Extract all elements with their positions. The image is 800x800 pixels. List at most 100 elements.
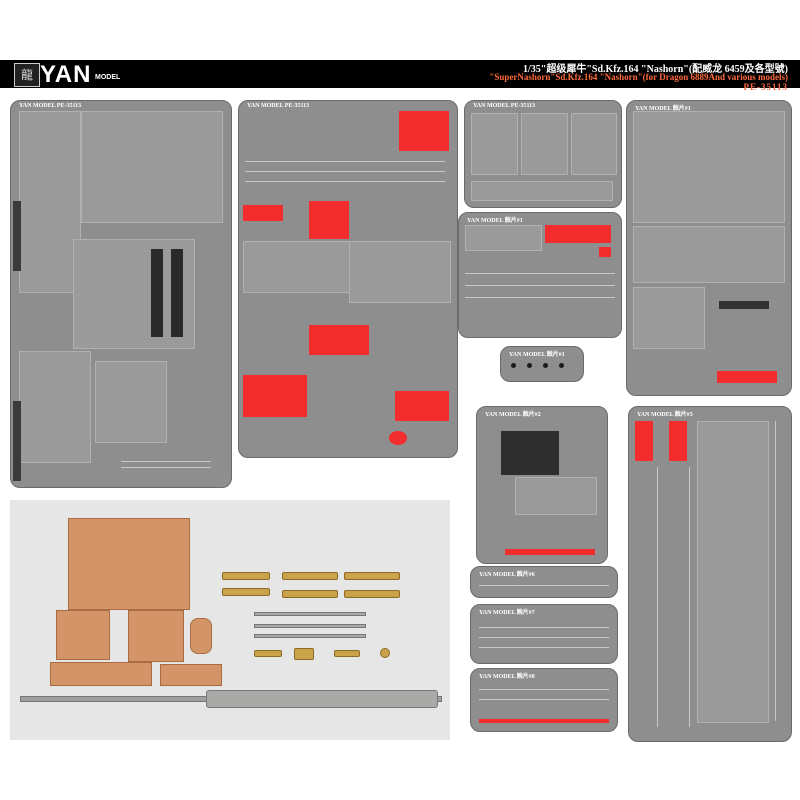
red-part bbox=[243, 205, 283, 221]
fret-label: YAN MODEL 蝕片#1 bbox=[635, 106, 691, 112]
brass-fitting bbox=[334, 650, 360, 657]
red-part bbox=[669, 421, 687, 461]
fret-label: YAN MODEL PE-35113 bbox=[19, 103, 82, 109]
armor-plate bbox=[697, 421, 769, 723]
armor-plate bbox=[633, 111, 785, 223]
brand-subtitle: MODEL bbox=[95, 74, 121, 81]
mesh-strip bbox=[13, 201, 21, 271]
fret-label: YAN MODEL PE-35113 bbox=[247, 103, 310, 109]
strip bbox=[479, 647, 609, 648]
shell-casing bbox=[344, 590, 400, 598]
strip bbox=[245, 181, 445, 182]
strip bbox=[657, 467, 658, 727]
fret-1: YAN MODEL PE-35113 bbox=[10, 100, 232, 488]
red-part bbox=[505, 549, 595, 555]
washer bbox=[543, 363, 548, 368]
brand-name: YAN bbox=[40, 61, 92, 88]
shell-casing bbox=[282, 590, 338, 598]
fret-label: YAN MODEL 蝕片#3 bbox=[637, 412, 693, 418]
fret-label: YAN MODEL 蝕片#1 bbox=[467, 218, 523, 224]
fret-7: YAN MODEL 蝕片#2 bbox=[476, 406, 608, 564]
slot-set bbox=[719, 301, 769, 309]
resin-part bbox=[50, 662, 152, 686]
fret-11: YAN MODEL 蝕片#8 bbox=[470, 668, 618, 732]
strip bbox=[775, 421, 776, 721]
product-photo bbox=[10, 500, 450, 740]
strip bbox=[245, 161, 445, 162]
metal-rod bbox=[254, 624, 366, 628]
bracket bbox=[515, 477, 597, 515]
strip bbox=[121, 467, 211, 468]
brass-fitting bbox=[380, 648, 390, 658]
fret-label: YAN MODEL 蝕片#2 bbox=[485, 412, 541, 418]
brand-seal-icon: 龍 bbox=[14, 63, 40, 87]
brass-fitting bbox=[254, 650, 282, 657]
ammo-rack bbox=[68, 518, 190, 610]
grille-slot bbox=[151, 249, 163, 337]
fret-label: YAN MODEL PE-35113 bbox=[473, 103, 536, 109]
strip bbox=[479, 627, 609, 628]
shell-casing bbox=[222, 588, 270, 596]
fret-10: YAN MODEL 蝕片#7 bbox=[470, 604, 618, 664]
fret-label: YAN MODEL 蝕片#6 bbox=[479, 572, 535, 578]
slot-panel bbox=[501, 431, 559, 475]
small-plate bbox=[471, 181, 613, 201]
fret-8: YAN MODEL 蝕片#3 bbox=[628, 406, 792, 742]
red-part bbox=[635, 421, 653, 461]
armor-plate bbox=[81, 111, 223, 223]
red-part bbox=[479, 719, 609, 723]
strip bbox=[121, 461, 211, 462]
ammo-rack bbox=[128, 610, 184, 662]
brass-fitting bbox=[294, 648, 314, 660]
armor-plate bbox=[633, 287, 705, 349]
small-plate bbox=[465, 225, 542, 251]
fret-label: YAN MODEL 蝕片#1 bbox=[509, 352, 565, 358]
red-part bbox=[545, 225, 611, 243]
strip bbox=[465, 273, 615, 274]
red-part bbox=[395, 391, 449, 421]
armor-plate bbox=[633, 226, 785, 283]
fret-3: YAN MODEL PE-35113 bbox=[464, 100, 622, 208]
red-part bbox=[389, 431, 407, 445]
red-part bbox=[309, 201, 349, 239]
ammo-rack bbox=[56, 610, 110, 660]
fret-9: YAN MODEL 蝕片#6 bbox=[470, 566, 618, 598]
strip bbox=[689, 467, 690, 727]
floor-plate bbox=[349, 241, 451, 303]
shell-casing bbox=[222, 572, 270, 580]
fret-4: YAN MODEL 蝕片#1 bbox=[458, 212, 622, 338]
strip bbox=[479, 637, 609, 638]
metal-rod bbox=[254, 612, 366, 616]
header-bar bbox=[0, 60, 800, 88]
armor-plate bbox=[95, 361, 167, 443]
product-title-cn: 1/35"超级犀牛"Sd.Kfz.164 "Nashorn"(配威龙 6459及… bbox=[523, 64, 788, 75]
fret-label: YAN MODEL 蝕片#7 bbox=[479, 610, 535, 616]
red-part bbox=[399, 111, 449, 151]
resin-part bbox=[160, 664, 222, 686]
product-code: PE-35113 bbox=[743, 82, 788, 92]
fret-6: YAN MODEL 蝕片#1 bbox=[626, 100, 792, 396]
washer bbox=[559, 363, 564, 368]
hatch-plate bbox=[521, 113, 568, 175]
washer bbox=[511, 363, 516, 368]
red-part bbox=[717, 371, 777, 383]
strip bbox=[245, 171, 445, 172]
shell-casing bbox=[344, 572, 400, 580]
fret-2: YAN MODEL PE-35113 bbox=[238, 100, 458, 458]
grille-slot bbox=[171, 249, 183, 337]
shell-casing bbox=[282, 572, 338, 580]
mesh-strip bbox=[13, 401, 21, 481]
product-title-en: "SuperNashorn"Sd.Kfz.164 "Nashorn"(for D… bbox=[489, 72, 788, 82]
armor-plate bbox=[19, 111, 81, 293]
muzzle bbox=[206, 690, 438, 708]
red-part bbox=[309, 325, 369, 355]
floor-plate bbox=[243, 241, 350, 293]
washer bbox=[527, 363, 532, 368]
strip bbox=[479, 585, 609, 586]
fret-5: YAN MODEL 蝕片#1 bbox=[500, 346, 584, 382]
red-part bbox=[599, 247, 611, 257]
hatch-plate bbox=[471, 113, 518, 175]
resin-part bbox=[190, 618, 212, 654]
strip bbox=[465, 285, 615, 286]
strip bbox=[465, 297, 615, 298]
